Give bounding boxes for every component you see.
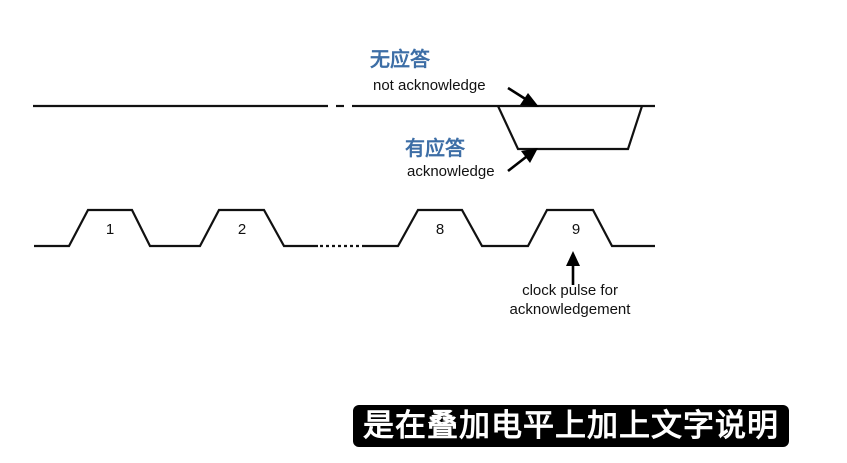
pulse-label-9: 9 (572, 221, 580, 238)
clock-line (34, 208, 655, 248)
data-line (33, 104, 655, 151)
clock-segment-pulses-1-2 (34, 208, 318, 248)
clock-segment-pulses-8-9 (362, 208, 655, 248)
ack-chinese-label: 有应答 (405, 136, 466, 160)
pulse-label-1: 1 (106, 221, 114, 238)
ack-english-label: acknowledge (407, 163, 495, 180)
pulse-label-8: 8 (436, 221, 444, 238)
ack-arrow-icon (507, 148, 538, 173)
no-ack-arrow-icon (507, 86, 539, 107)
data-line-low-acknowledge (497, 105, 644, 151)
clock-pulse-caption-line-2: acknowledgement (510, 301, 632, 318)
no-ack-chinese-label: 无应答 (370, 47, 431, 71)
up-arrow-icon (566, 251, 580, 285)
video-subtitle: 是在叠加电平上加上文字说明 (353, 405, 789, 447)
no-ack-english-label: not acknowledge (373, 77, 486, 94)
clock-pulse-caption-line-1: clock pulse for (522, 282, 618, 299)
pulse-label-2: 2 (238, 221, 246, 238)
